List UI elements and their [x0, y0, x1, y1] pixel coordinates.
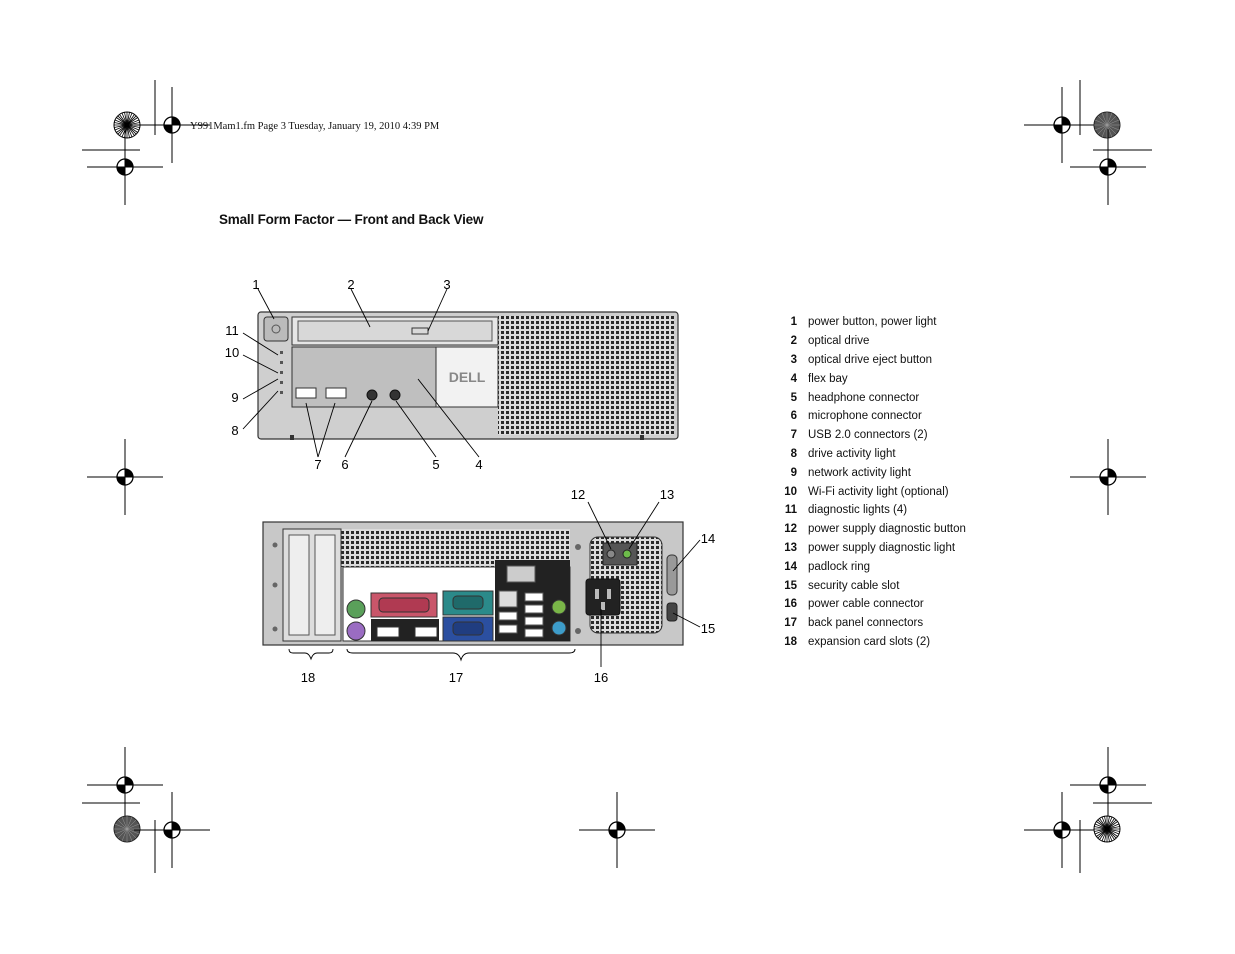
- dell-logo-plate: [435, 346, 499, 408]
- psu-diagnostic-button: [606, 549, 616, 559]
- legend-label: microphone connector: [808, 410, 922, 423]
- legend-number: 1: [790, 316, 797, 329]
- legend-label: headphone connector: [808, 391, 920, 404]
- legend-number: 5: [790, 391, 797, 404]
- security-cable-slot: [666, 602, 678, 622]
- legend-row: 18 expansion card slots (2): [782, 633, 1042, 652]
- legend-label: back panel connectors: [808, 617, 924, 630]
- legend-number: 11: [784, 504, 797, 517]
- legend-number: 15: [784, 579, 797, 592]
- legend-label: diagnostic lights (4): [808, 504, 908, 517]
- print-header: Y991Mam1.fm Page 3 Tuesday, January 19, …: [190, 121, 440, 132]
- callout-6: 6: [341, 457, 348, 472]
- legend-label: optical drive: [808, 335, 870, 348]
- legend-label: drive activity light: [808, 447, 896, 460]
- legend-number: 16: [784, 598, 797, 611]
- legend-number: 10: [784, 485, 797, 498]
- ps2-keyboard: [346, 621, 366, 641]
- legend-number: 13: [784, 541, 797, 554]
- legend-row: 8 drive activity light: [782, 445, 1042, 464]
- line-out: [551, 599, 567, 615]
- brace-18: [288, 648, 334, 661]
- front-vent-mesh: [498, 316, 674, 435]
- legend-row: 9 network activity light: [782, 463, 1042, 482]
- callout-11: 11: [225, 323, 239, 338]
- legend-row: 16 power cable connector: [782, 595, 1042, 614]
- callout-4: 4: [475, 457, 482, 472]
- ps2-mouse: [346, 599, 366, 619]
- section-title: Small Form Factor — Front and Back View: [219, 212, 484, 227]
- legend-number: 9: [790, 466, 797, 479]
- power-cable-connector: [585, 578, 621, 616]
- legend-row: 14 padlock ring: [782, 557, 1042, 576]
- usb-port-1: [295, 387, 317, 399]
- legend-number: 4: [790, 372, 797, 385]
- legend-number: 14: [784, 560, 797, 573]
- legend-label: expansion card slots (2): [808, 635, 931, 648]
- line-in: [551, 620, 567, 636]
- callout-14: 14: [701, 531, 715, 546]
- callout-18: 18: [301, 670, 315, 685]
- legend-label: Wi-Fi activity light (optional): [808, 485, 949, 498]
- legend-number: 8: [790, 447, 797, 460]
- psu-diagnostic-light: [622, 549, 632, 559]
- legend-number: 17: [784, 617, 797, 630]
- legend-label: flex bay: [808, 372, 848, 385]
- callout-12: 12: [571, 487, 585, 502]
- power-button: [263, 316, 289, 342]
- callout-7: 7: [314, 457, 321, 472]
- brace-17: [346, 648, 576, 662]
- back-view-illustration: 12 13 14 15 16 17 18: [262, 487, 715, 685]
- legend-label: power supply diagnostic light: [808, 541, 956, 554]
- front-view-illustration: DELL 1 2 3 11 10 9 8 7 6 5 4: [225, 277, 679, 472]
- callout-8: 8: [231, 423, 238, 438]
- legend-row: 3 optical drive eject button: [782, 351, 1042, 370]
- usb-port-2: [325, 387, 347, 399]
- serial-connector-optional: [506, 565, 536, 583]
- callout-1: 1: [252, 277, 259, 292]
- legend-number: 3: [790, 353, 797, 366]
- legend-label: USB 2.0 connectors (2): [808, 429, 928, 442]
- legend-number: 2: [790, 335, 797, 348]
- legend-row: 12 power supply diagnostic button: [782, 520, 1042, 539]
- legend-row: 11 diagnostic lights (4): [782, 501, 1042, 520]
- network-port: [498, 590, 518, 608]
- callout-17: 17: [449, 670, 463, 685]
- dell-logo: DELL: [449, 369, 486, 385]
- legend-row: 13 power supply diagnostic light: [782, 539, 1042, 558]
- padlock-ring: [666, 554, 678, 596]
- headphone-jack: [389, 389, 401, 401]
- legend-label: padlock ring: [808, 560, 871, 573]
- callout-10: 10: [225, 345, 239, 360]
- legend-row: 15 security cable slot: [782, 576, 1042, 595]
- legend-number: 12: [784, 523, 797, 536]
- legend-number: 7: [790, 429, 797, 442]
- legend-row: 10 Wi-Fi activity light (optional): [782, 482, 1042, 501]
- legend-row: 7 USB 2.0 connectors (2): [782, 426, 1042, 445]
- legend-label: security cable slot: [808, 579, 900, 592]
- component-legend: 1 power button, power light 2 optical driv…: [782, 313, 1042, 651]
- legend-row: 2 optical drive: [782, 332, 1042, 351]
- legend-row: 1 power button, power light: [782, 313, 1042, 332]
- microphone-jack: [366, 389, 378, 401]
- legend-label: power button, power light: [808, 316, 937, 329]
- callout-16: 16: [594, 670, 608, 685]
- callout-5: 5: [432, 457, 439, 472]
- callout-3: 3: [443, 277, 450, 292]
- legend-label: power cable connector: [808, 598, 924, 611]
- legend-label: network activity light: [808, 466, 911, 479]
- legend-row: 4 flex bay: [782, 369, 1042, 388]
- legend-row: 17 back panel connectors: [782, 614, 1042, 633]
- legend-row: 5 headphone connector: [782, 388, 1042, 407]
- callout-13: 13: [660, 487, 674, 502]
- legend-label: power supply diagnostic button: [808, 523, 966, 536]
- callout-9: 9: [231, 390, 238, 405]
- callout-2: 2: [347, 277, 354, 292]
- legend-row: 6 microphone connector: [782, 407, 1042, 426]
- callout-15: 15: [701, 621, 715, 636]
- legend-number: 18: [784, 635, 797, 648]
- legend-label: optical drive eject button: [808, 353, 933, 366]
- legend-number: 6: [790, 410, 797, 423]
